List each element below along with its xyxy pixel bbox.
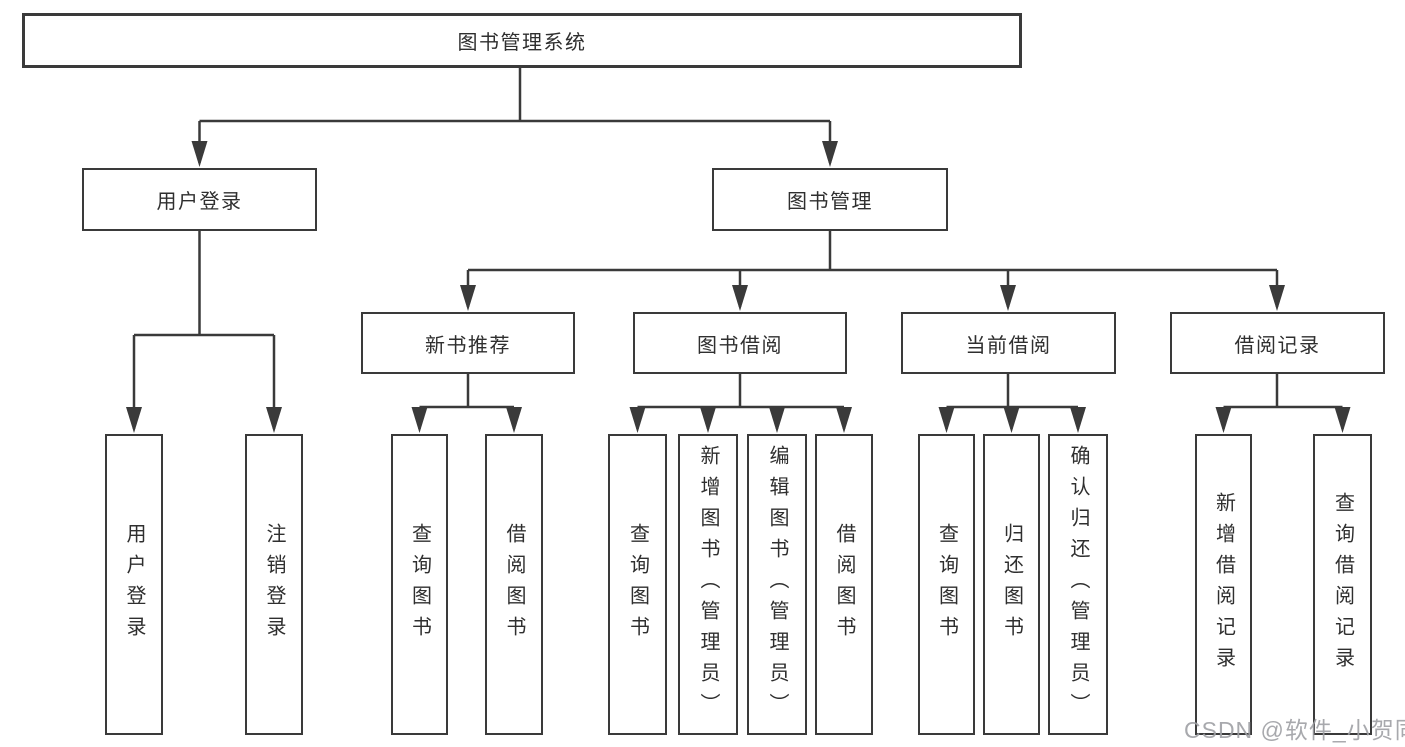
leaf-current-confirm-return-admin: 确认归还（管理员） bbox=[1048, 434, 1108, 735]
leaf-records-query-record: 查询借阅记录 bbox=[1313, 434, 1372, 735]
leaf-borrowing-add-books-admin: 新增图书（管理员） bbox=[678, 434, 738, 735]
node-user-login: 用户登录 bbox=[82, 168, 317, 231]
csdn-watermark: CSDN @软件_小贺同学 bbox=[1184, 717, 1405, 743]
leaf-logout: 注销登录 bbox=[245, 434, 303, 735]
node-new-book-recommend: 新书推荐 bbox=[361, 312, 575, 374]
node-library-management-system: 图书管理系统 bbox=[22, 13, 1022, 68]
leaf-records-add-record: 新增借阅记录 bbox=[1195, 434, 1252, 735]
node-borrow-records: 借阅记录 bbox=[1170, 312, 1385, 374]
node-book-borrowing: 图书借阅 bbox=[633, 312, 847, 374]
leaf-recommend-query-books: 查询图书 bbox=[391, 434, 448, 735]
leaf-borrowing-borrow-books: 借阅图书 bbox=[815, 434, 873, 735]
node-current-borrowing: 当前借阅 bbox=[901, 312, 1116, 374]
leaf-current-return-books: 归还图书 bbox=[983, 434, 1040, 735]
leaf-borrowing-edit-books-admin: 编辑图书（管理员） bbox=[747, 434, 807, 735]
leaf-current-query-books: 查询图书 bbox=[918, 434, 975, 735]
leaf-borrowing-query-books: 查询图书 bbox=[608, 434, 667, 735]
leaf-user-login: 用户登录 bbox=[105, 434, 163, 735]
leaf-recommend-borrow-books: 借阅图书 bbox=[485, 434, 543, 735]
node-book-management: 图书管理 bbox=[712, 168, 948, 231]
